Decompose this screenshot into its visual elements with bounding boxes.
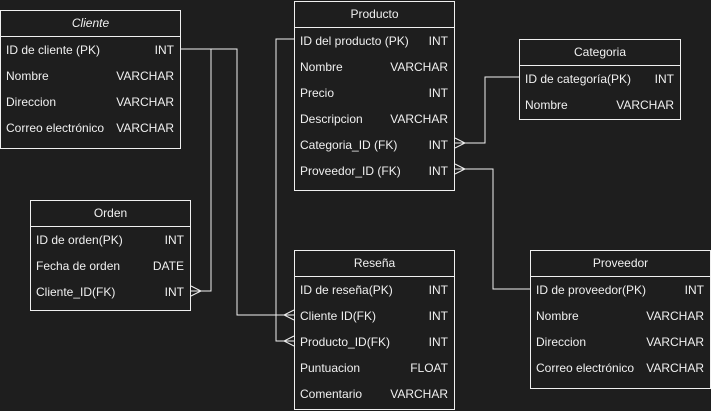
- field-type: INT: [428, 335, 448, 349]
- field-type: VARCHAR: [616, 98, 674, 112]
- field-name: Nombre: [300, 60, 343, 74]
- field-type: INT: [684, 283, 704, 297]
- table-row: Fecha de orden DATE: [31, 253, 190, 279]
- field-name: ID del producto (PK): [300, 34, 409, 48]
- field-type: INT: [428, 283, 448, 297]
- entity-title: Cliente: [1, 11, 180, 37]
- entity-title: Proveedor: [531, 251, 710, 277]
- table-row: Puntuacion FLOAT: [295, 355, 454, 381]
- table-row: ID del producto (PK) INT: [295, 28, 454, 54]
- field-name: Correo electrónico: [536, 361, 635, 375]
- table-row: Nombre VARCHAR: [1, 63, 180, 89]
- entity-title: Reseña: [295, 251, 454, 277]
- field-name: Precio: [300, 86, 335, 100]
- field-name: Direccion: [536, 335, 587, 349]
- field-type: INT: [654, 72, 674, 86]
- relation-producto-resena[interactable]: [275, 38, 295, 347]
- field-type: INT: [428, 138, 448, 152]
- table-row: Cliente_ID(FK) INT: [31, 279, 190, 305]
- field-name: Nombre: [536, 309, 579, 323]
- field-type: VARCHAR: [390, 112, 448, 126]
- field-name: Categoria_ID (FK): [300, 138, 398, 152]
- field-name: ID de proveedor(PK): [536, 283, 647, 297]
- field-type: VARCHAR: [116, 69, 174, 83]
- field-name: Fecha de orden: [36, 259, 121, 273]
- field-name: Correo electrónico: [6, 121, 105, 135]
- table-row: Precio INT: [295, 80, 454, 106]
- field-name: ID de orden(PK): [36, 233, 123, 247]
- field-type: VARCHAR: [116, 95, 174, 109]
- table-row: Correo electrónico VARCHAR: [531, 355, 710, 381]
- field-type: FLOAT: [410, 361, 448, 375]
- table-row: Comentario VARCHAR: [295, 381, 454, 407]
- field-type: INT: [164, 233, 184, 247]
- field-type: DATE: [152, 259, 184, 273]
- table-row: ID de orden(PK) INT: [31, 227, 190, 253]
- table-row: Producto_ID(FK) INT: [295, 329, 454, 355]
- field-name: Comentario: [300, 387, 363, 401]
- entity-resena[interactable]: Reseña ID de reseña(PK) INT Cliente ID(FK…: [294, 250, 455, 410]
- table-row: ID de cliente (PK) INT: [1, 37, 180, 63]
- table-row: Proveedor_ID (FK) INT: [295, 158, 454, 184]
- field-name: Proveedor_ID (FK): [300, 164, 401, 178]
- field-name: ID de categoría(PK): [525, 72, 632, 86]
- field-name: Direccion: [6, 95, 57, 109]
- entity-title: Orden: [31, 201, 190, 227]
- field-type: INT: [428, 309, 448, 323]
- field-name: ID de reseña(PK): [300, 283, 393, 297]
- field-name: Descripcion: [300, 112, 363, 126]
- field-type: INT: [428, 86, 448, 100]
- field-type: INT: [428, 164, 448, 178]
- table-row: ID de proveedor(PK) INT: [531, 277, 710, 303]
- field-type: VARCHAR: [116, 121, 174, 135]
- field-type: INT: [164, 285, 184, 299]
- table-row: Descripcion VARCHAR: [295, 106, 454, 132]
- field-name: Cliente_ID(FK): [36, 285, 116, 299]
- entity-orden[interactable]: Orden ID de orden(PK) INT Fecha de orden D…: [30, 200, 191, 311]
- table-row: Cliente ID(FK) INT: [295, 303, 454, 329]
- field-name: ID de cliente (PK): [6, 43, 101, 57]
- field-type: VARCHAR: [646, 361, 704, 375]
- entity-title: Producto: [295, 2, 454, 28]
- entity-title: Categoria: [520, 40, 680, 66]
- field-type: VARCHAR: [646, 335, 704, 349]
- field-type: VARCHAR: [390, 60, 448, 74]
- relation-categoria-producto[interactable]: [454, 76, 519, 149]
- field-type: VARCHAR: [390, 387, 448, 401]
- relation-proveedor-producto[interactable]: [454, 163, 530, 290]
- relation-cliente-resena[interactable]: [181, 48, 295, 321]
- table-row: ID de reseña(PK) INT: [295, 277, 454, 303]
- table-row: Direccion VARCHAR: [1, 89, 180, 115]
- field-name: Nombre: [525, 98, 568, 112]
- table-row: ID de categoría(PK) INT: [520, 66, 680, 92]
- field-name: Puntuacion: [300, 361, 361, 375]
- field-type: VARCHAR: [646, 309, 704, 323]
- field-type: INT: [154, 43, 174, 57]
- entity-categoria[interactable]: Categoria ID de categoría(PK) INT Nombre V…: [519, 39, 681, 120]
- table-row: Nombre VARCHAR: [520, 92, 680, 118]
- field-name: Producto_ID(FK): [300, 335, 391, 349]
- table-row: Nombre VARCHAR: [295, 54, 454, 80]
- table-row: Direccion VARCHAR: [531, 329, 710, 355]
- field-type: INT: [428, 34, 448, 48]
- field-name: Cliente ID(FK): [300, 309, 377, 323]
- table-row: Categoria_ID (FK) INT: [295, 132, 454, 158]
- field-name: Nombre: [6, 69, 49, 83]
- table-row: Correo electrónico VARCHAR: [1, 115, 180, 141]
- table-row: Nombre VARCHAR: [531, 303, 710, 329]
